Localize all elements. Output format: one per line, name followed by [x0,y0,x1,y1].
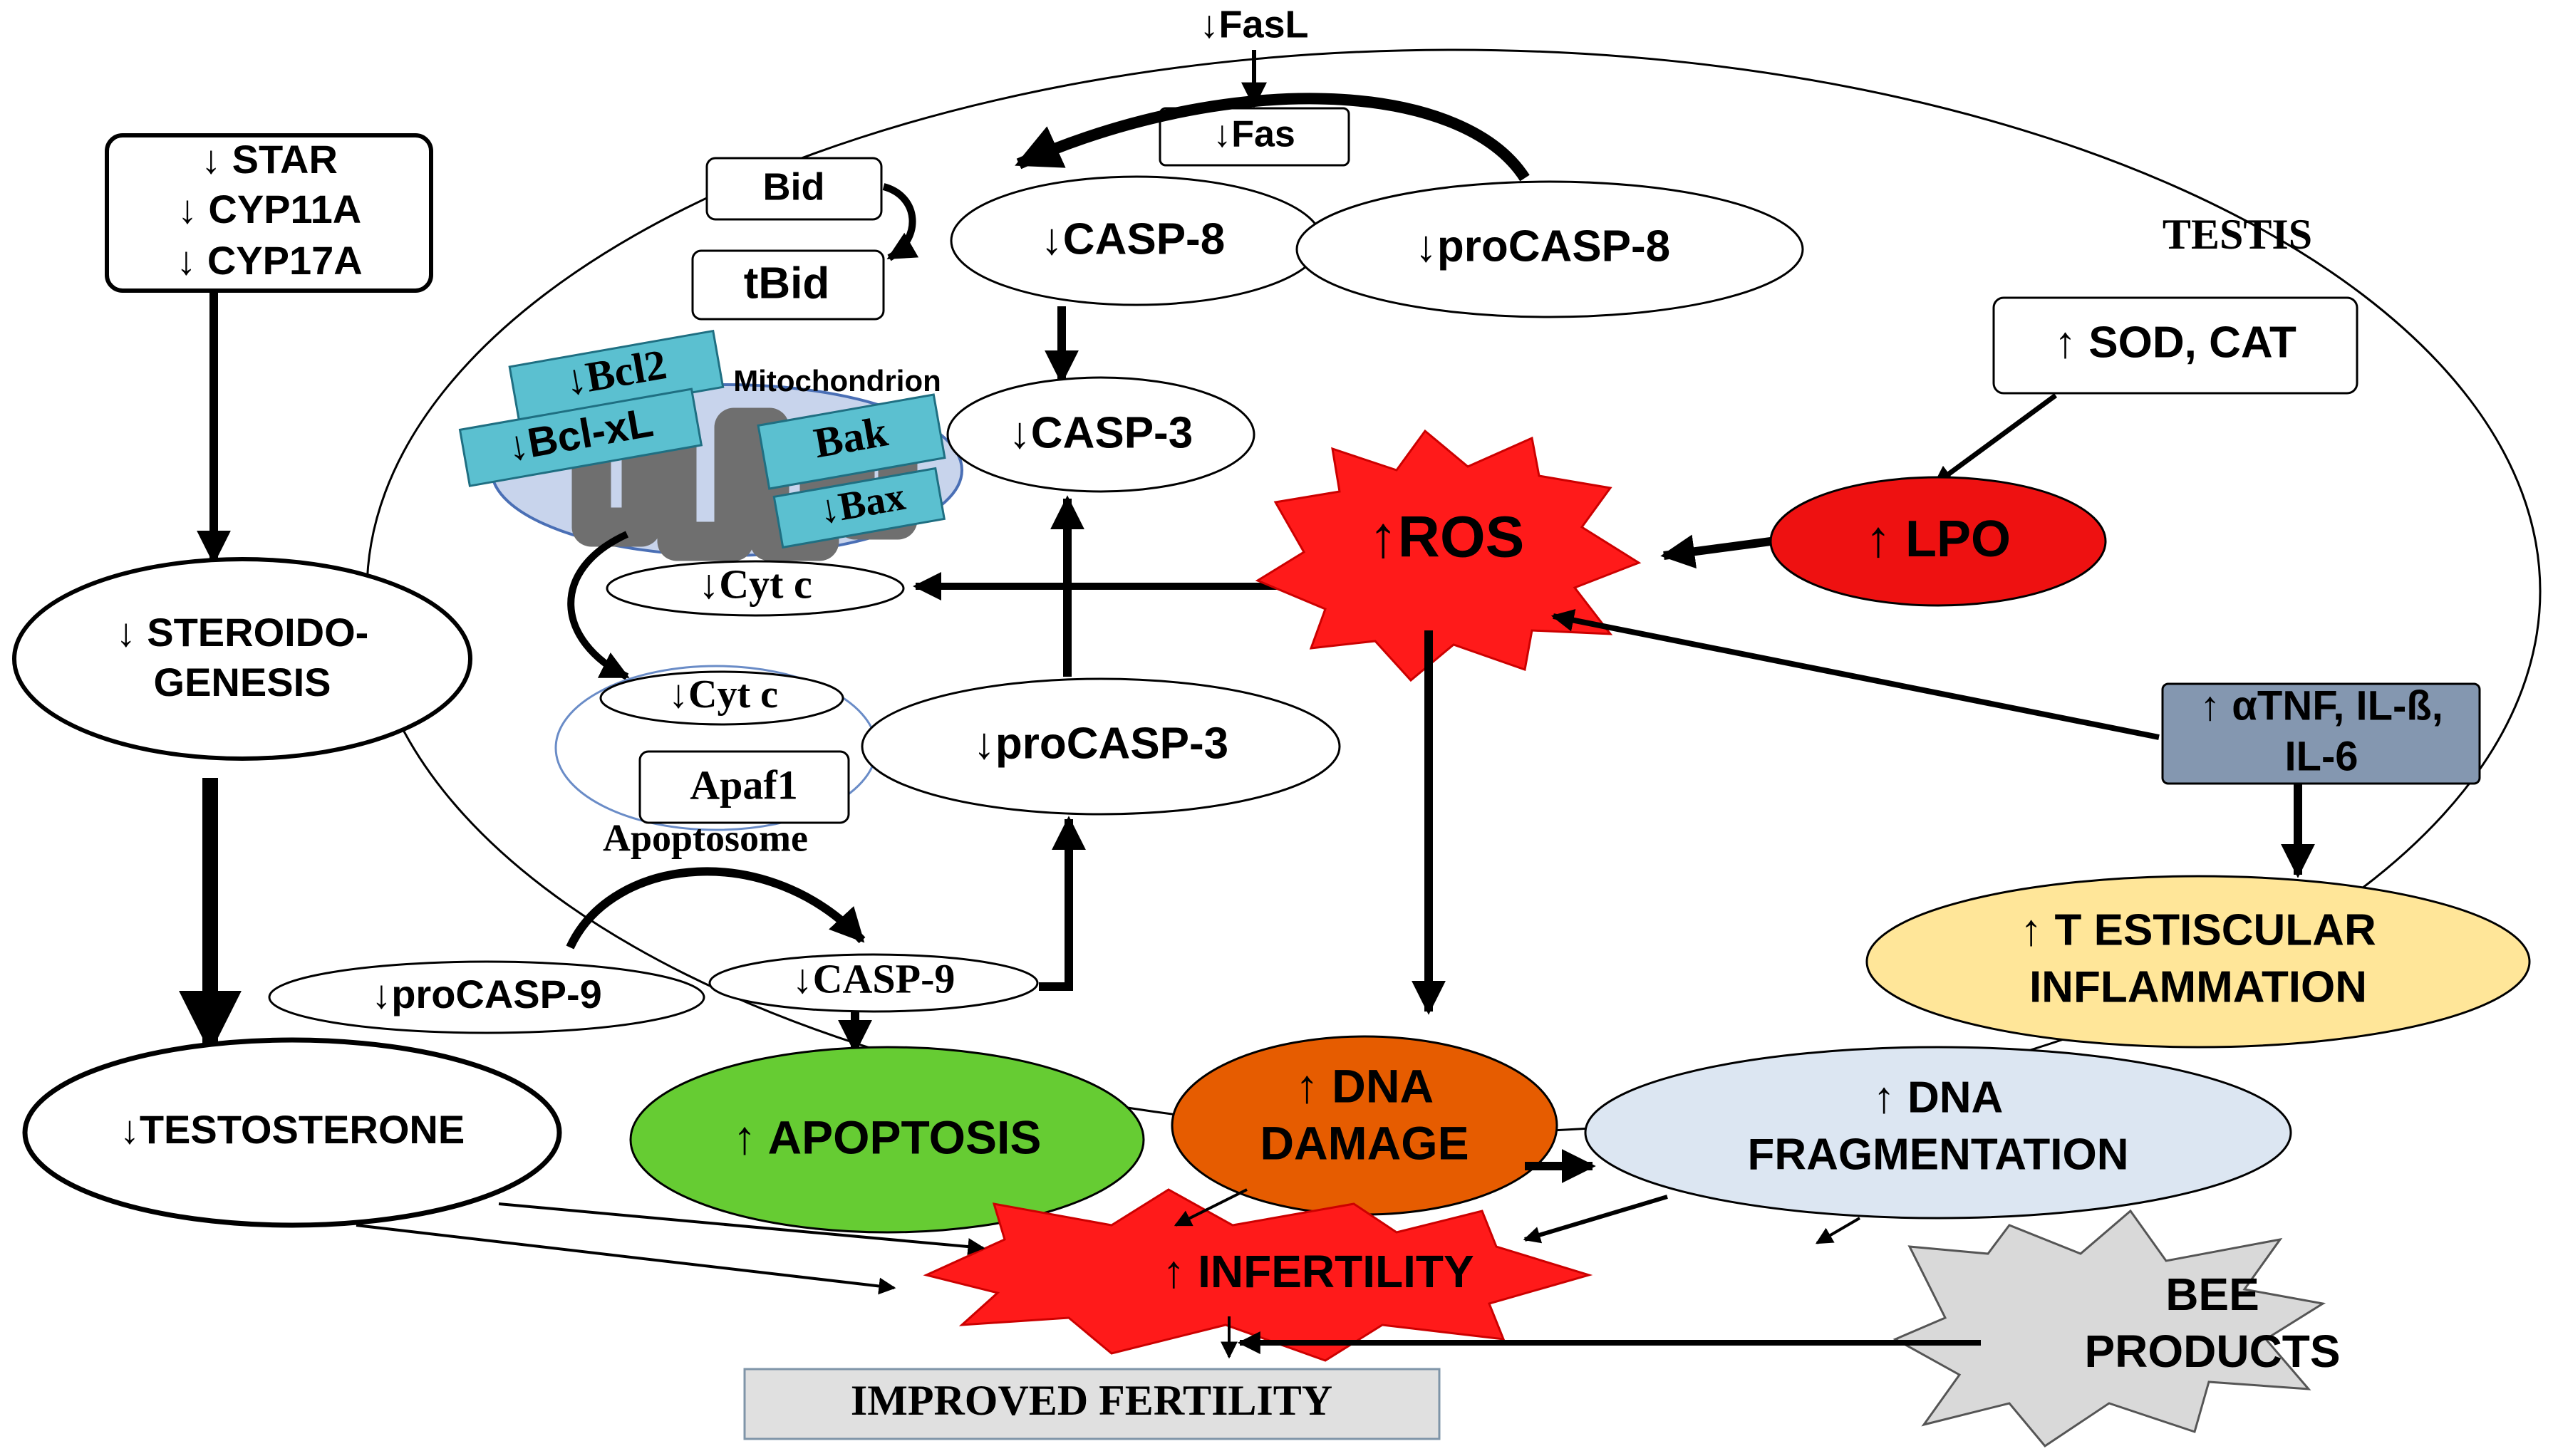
steroidogenesis-line2: GENESIS [154,660,331,704]
fasl-label: ↓FasL [1199,3,1308,46]
inflammation-node[interactable] [1865,875,2531,1049]
apaf1-box[interactable] [638,750,850,824]
procasp8-to-casp8-curved-arrow [1015,93,1530,182]
testosterone-node[interactable] [22,1037,562,1228]
testosterone-to-infertility-arrow-2 [498,1202,985,1255]
infertility-label: ↑ INFERTILITY [1162,1246,1474,1297]
dna-damage-line1: ↑ DNA [1295,1059,1434,1112]
cytokines-line2: IL-6 [2284,733,2358,779]
procasp8-label: ↓proCASP-8 [1415,222,1670,271]
casp9-to-procasp3-arrow [1039,816,1086,991]
inflammation-line2: INFLAMMATION [2029,962,2367,1012]
procasp8-node[interactable] [1295,180,1804,318]
testis-label: TESTIS [2163,211,2312,258]
mitochondrion-cristae [571,407,918,561]
casp3-node[interactable] [946,376,1255,493]
cytokines-box[interactable] [2161,682,2481,785]
bak-tag[interactable]: Bak [757,393,946,490]
cyp11a-label: ↓ CYP11A [177,187,361,232]
dna-damage-line2: DAMAGE [1260,1116,1469,1169]
procasp9-to-casp9-curved-arrow [566,867,866,950]
casp8-label: ↓CASP-8 [1041,214,1225,264]
sod-cat-box[interactable] [1992,296,2358,395]
steroidogenesis-node[interactable] [12,557,472,761]
ros-label: ↑ROS [1369,505,1525,570]
improved-fertility-box[interactable] [743,1368,1441,1440]
bid-box [705,157,883,221]
dna-damage-to-infertility-arrow [1174,1188,1248,1227]
lpo-to-ros-arrow [1660,534,1771,569]
procasp9-label: ↓proCASP-9 [371,972,602,1016]
fas-label: ↓Fas [1213,114,1295,155]
bid-label: Bid [763,165,825,208]
casp9-node[interactable] [708,953,1039,1013]
testosterone-label: ↓TESTOSTERONE [120,1107,465,1152]
tbid-label: tBid [744,259,830,308]
fragmentation-to-infertility-arrow-1 [1523,1195,1668,1244]
sod-cat-label: ↑ SOD, CAT [2054,318,2296,367]
inflammation-line1: ↑ T ESTISCULAR [2020,905,2376,955]
bid-to-tbid-arrow [882,183,919,261]
cytc-apoptosome-label: ↓Cyt c [668,672,778,717]
star-label: ↓ STAR [201,137,338,182]
improved-fertility-label: IMPROVED FERTILITY [851,1377,1332,1424]
apoptosome-label: Apoptosome [603,816,808,859]
procasp3-node[interactable] [861,677,1341,816]
sod-to-lpo-arrow [1932,393,2058,487]
cytc-released-label: ↓Cyt c [698,561,812,607]
procasp9-node[interactable] [268,960,705,1034]
casp9-label: ↓CASP-9 [792,955,956,1002]
cytc-apoptosome-node[interactable] [599,670,844,726]
dna-fragmentation-line1: ↑ DNA [1873,1073,2004,1122]
bee-products-line2: PRODUCTS [2084,1326,2340,1377]
lpo-label: ↑ LPO [1865,511,2011,568]
bee-products-line1: BEE [2165,1269,2259,1320]
star-box[interactable] [105,133,433,293]
bcl2-tag[interactable]: ↓Bcl2 [508,329,725,425]
mito-to-cytc-curved-arrow [567,531,630,680]
cytokines-line1: ↑ αTNF, IL-ß, [2200,682,2443,729]
fragmentation-to-infertility-arrow-2 [1815,1217,1861,1244]
procasp3-label: ↓proCASP-3 [973,719,1228,768]
cytokines-to-ros-arrow [1550,608,2160,740]
apoptosis-label: ↑ APOPTOSIS [733,1111,1042,1163]
apoptosis-node[interactable] [629,1046,1145,1234]
ros-burst [1255,429,1642,682]
fas-box [1159,107,1350,167]
tbid-box [691,249,885,321]
dna-fragmentation-line2: FRAGMENTATION [1748,1130,2129,1179]
mitochondrion-label: Mitochondrion [733,364,941,397]
apaf1-label: Apaf1 [690,761,797,808]
cytc-released-node[interactable] [606,560,905,617]
testosterone-to-infertility-arrow [356,1224,896,1295]
steroidogenesis-line1: ↓ STEROIDO- [116,610,369,655]
bee-products-burst [1892,1209,2326,1447]
dna-fragmentation-node[interactable] [1584,1046,2292,1220]
casp3-label: ↓CASP-3 [1009,408,1193,457]
infertility-burst [923,1188,1593,1362]
cyp17a-label: ↓ CYP17A [176,238,362,283]
